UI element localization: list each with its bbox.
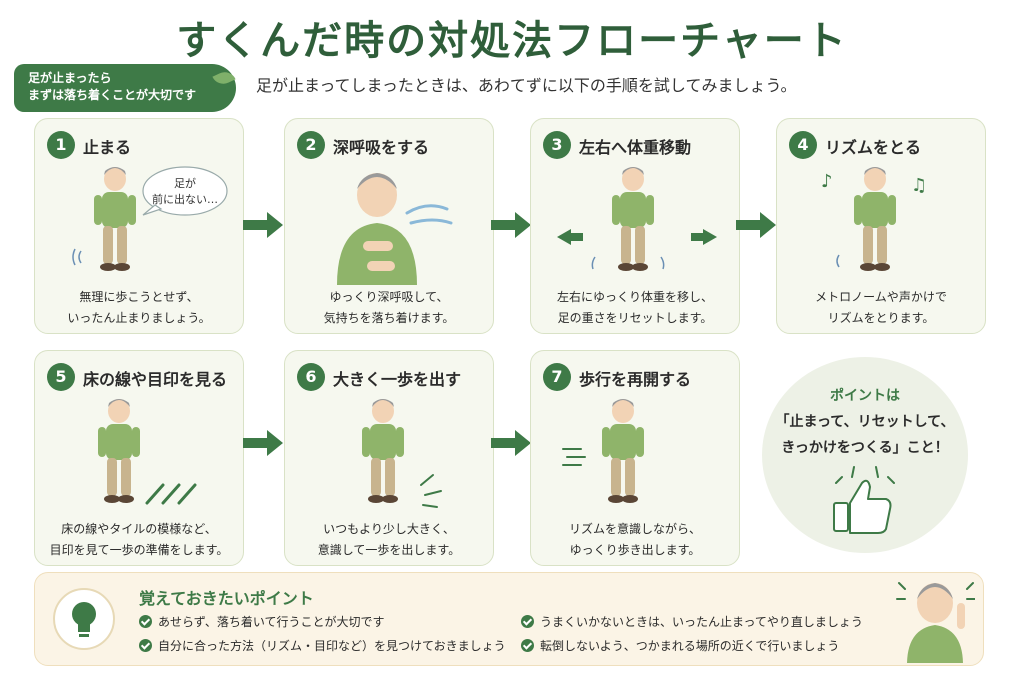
arrow-right-icon bbox=[243, 430, 283, 456]
point-line-2: 「止まって、リセットして、 bbox=[775, 414, 955, 430]
remember-point-text: うまくいかないときは、いったん止まってやり直しましょう bbox=[540, 615, 863, 629]
remember-point-text: 転倒しないよう、つかまれる場所の近くで行いましょう bbox=[540, 639, 840, 653]
arrow-right-icon bbox=[491, 430, 531, 456]
step-description: ゆっくり深呼吸して、 気持ちを落ち着けます。 bbox=[285, 287, 493, 329]
step-card-2: 2 深呼吸をする ゆっくり深呼吸して、 気持ちを落ち着けます。 bbox=[284, 118, 494, 334]
remember-point: うまくいかないときは、いったん止まってやり直しましょう bbox=[521, 613, 863, 631]
looking-floor-person-illustration bbox=[98, 399, 197, 505]
lightbulb-icon bbox=[53, 588, 115, 650]
music-note-icon: ♫ bbox=[911, 175, 927, 196]
page-subtitle: 足が止まってしまったときは、あわてずに以下の手順を試してみましょう。 bbox=[256, 76, 797, 95]
desc-line-2: ゆっくり歩き出します。 bbox=[569, 543, 701, 557]
step-card-6: 6 大きく一歩を出す いつもより少し大きく、 意識して一歩を出します。 bbox=[284, 350, 494, 566]
check-icon bbox=[139, 615, 152, 628]
frozen-person-illustration: 足が 前に出ない… bbox=[72, 166, 228, 271]
music-note-icon: ♪ bbox=[821, 171, 833, 192]
thumbs-up-icon bbox=[833, 466, 895, 534]
page-title: すくんだ時の対処法フローチャート bbox=[176, 18, 848, 64]
desc-line-1: 無理に歩こうとせず、 bbox=[79, 290, 199, 304]
arrow-right-icon bbox=[491, 212, 531, 238]
desc-line-2: リズムをとります。 bbox=[827, 311, 935, 325]
tag-line-1: 足が止まったら bbox=[28, 71, 112, 85]
bubble-line-1: 足が bbox=[174, 176, 196, 190]
check-icon bbox=[521, 615, 534, 628]
point-text: ポイントは 「止まって、リセットして、 きっかけをつくる」こと！ bbox=[762, 383, 968, 461]
walking-person-illustration bbox=[562, 399, 644, 503]
point-summary: ポイントは 「止まって、リセットして、 きっかけをつくる」こと！ bbox=[762, 357, 968, 553]
breathing-person-illustration bbox=[337, 173, 453, 285]
desc-line-2: 意識して一歩を出します。 bbox=[317, 543, 461, 557]
remember-point: あせらず、落ち着いて行うことが大切です bbox=[139, 613, 385, 631]
arrow-right-icon bbox=[243, 212, 283, 238]
step-description: リズムを意識しながら、 ゆっくり歩き出します。 bbox=[531, 519, 739, 561]
desc-line-2: 気持ちを落ち着けます。 bbox=[323, 311, 455, 325]
step-title: 止まる bbox=[83, 138, 132, 157]
pointing-man-illustration bbox=[896, 582, 975, 663]
step-number: 3 bbox=[543, 131, 571, 159]
step-number: 6 bbox=[297, 363, 325, 391]
desc-line-1: 左右にゆっくり体重を移し、 bbox=[556, 290, 713, 304]
desc-line-1: 床の線やタイルの模様など、 bbox=[61, 522, 217, 536]
step-card-5: 5 床の線や目印を見る 床の線やタイルの模様など、 目印を見て一歩の準備をします… bbox=[34, 350, 244, 566]
tag-line-2: まずは落ち着くことが大切です bbox=[28, 88, 197, 102]
step-card-7: 7 歩行を再開する リズムを意識しながら、 ゆっくり歩き出します。 bbox=[530, 350, 740, 566]
check-icon bbox=[139, 639, 152, 652]
desc-line-1: メトロノームや声かけで bbox=[815, 290, 947, 304]
arrow-left-icon bbox=[557, 229, 583, 245]
remember-point-text: あせらず、落ち着いて行うことが大切です bbox=[158, 615, 385, 629]
step-number: 1 bbox=[47, 131, 75, 159]
step-number: 4 bbox=[789, 131, 817, 159]
step-description: メトロノームや声かけで リズムをとります。 bbox=[777, 287, 985, 329]
step-title: 左右へ体重移動 bbox=[579, 138, 692, 157]
check-icon bbox=[521, 639, 534, 652]
desc-line-1: ゆっくり深呼吸して、 bbox=[329, 290, 449, 304]
step-title: 歩行を再開する bbox=[579, 370, 692, 389]
remember-point: 転倒しないよう、つかまれる場所の近くで行いましょう bbox=[521, 637, 839, 655]
remember-point-text: 自分に合った方法（リズム・目印など）を見つけておきましょう bbox=[158, 639, 506, 653]
step-number: 5 bbox=[47, 363, 75, 391]
desc-line-2: 目印を見て一歩の準備をします。 bbox=[49, 543, 229, 557]
step-card-3: 3 左右へ体重移動 左右にゆっくり体重を移し、 足の重さをリセットします。 bbox=[530, 118, 740, 334]
step-title: 床の線や目印を見る bbox=[83, 370, 228, 389]
big-step-person-illustration bbox=[362, 399, 442, 508]
desc-line-2: いったん止まりましょう。 bbox=[67, 311, 211, 325]
rhythm-person-illustration: ♪ ♫ bbox=[821, 167, 927, 271]
remember-point: 自分に合った方法（リズム・目印など）を見つけておきましょう bbox=[139, 637, 506, 655]
step-number: 7 bbox=[543, 363, 571, 391]
step-number: 2 bbox=[297, 131, 325, 159]
bubble-line-2: 前に出ない… bbox=[152, 192, 218, 206]
desc-line-1: いつもより少し大きく、 bbox=[323, 522, 455, 536]
step-description: 左右にゆっくり体重を移し、 足の重さをリセットします。 bbox=[531, 287, 739, 329]
intro-tag: 足が止まったら まずは落ち着くことが大切です bbox=[14, 64, 236, 112]
step-title: リズムをとる bbox=[825, 138, 922, 157]
step-card-4: 4 リズムをとる ♪ ♫ メトロノームや声かけで リズムをとります。 bbox=[776, 118, 986, 334]
arrow-right-icon bbox=[691, 229, 717, 245]
step-description: 床の線やタイルの模様など、 目印を見て一歩の準備をします。 bbox=[35, 519, 243, 561]
remember-points-title: 覚えておきたいポイント bbox=[139, 589, 314, 608]
arrow-right-icon bbox=[736, 212, 776, 238]
step-title: 深呼吸をする bbox=[333, 138, 430, 157]
weight-shift-person-illustration bbox=[557, 167, 717, 271]
desc-line-2: 足の重さをリセットします。 bbox=[557, 311, 713, 325]
point-line-3: きっかけをつくる」こと！ bbox=[781, 440, 949, 456]
step-description: 無理に歩こうとせず、 いったん止まりましょう。 bbox=[35, 287, 243, 329]
step-description: いつもより少し大きく、 意識して一歩を出します。 bbox=[285, 519, 493, 561]
desc-line-1: リズムを意識しながら、 bbox=[568, 522, 701, 536]
motion-lines-icon bbox=[562, 448, 586, 466]
remember-points-panel: 覚えておきたいポイント あせらず、落ち着いて行うことが大切です 自分に合った方法… bbox=[34, 572, 984, 666]
step-card-1: 1 止まる 足が 前に出ない… 無理に歩こうとせず、 いったん止まりましょう。 bbox=[34, 118, 244, 334]
point-line-1: ポイントは bbox=[830, 388, 900, 404]
step-title: 大きく一歩を出す bbox=[333, 370, 462, 389]
